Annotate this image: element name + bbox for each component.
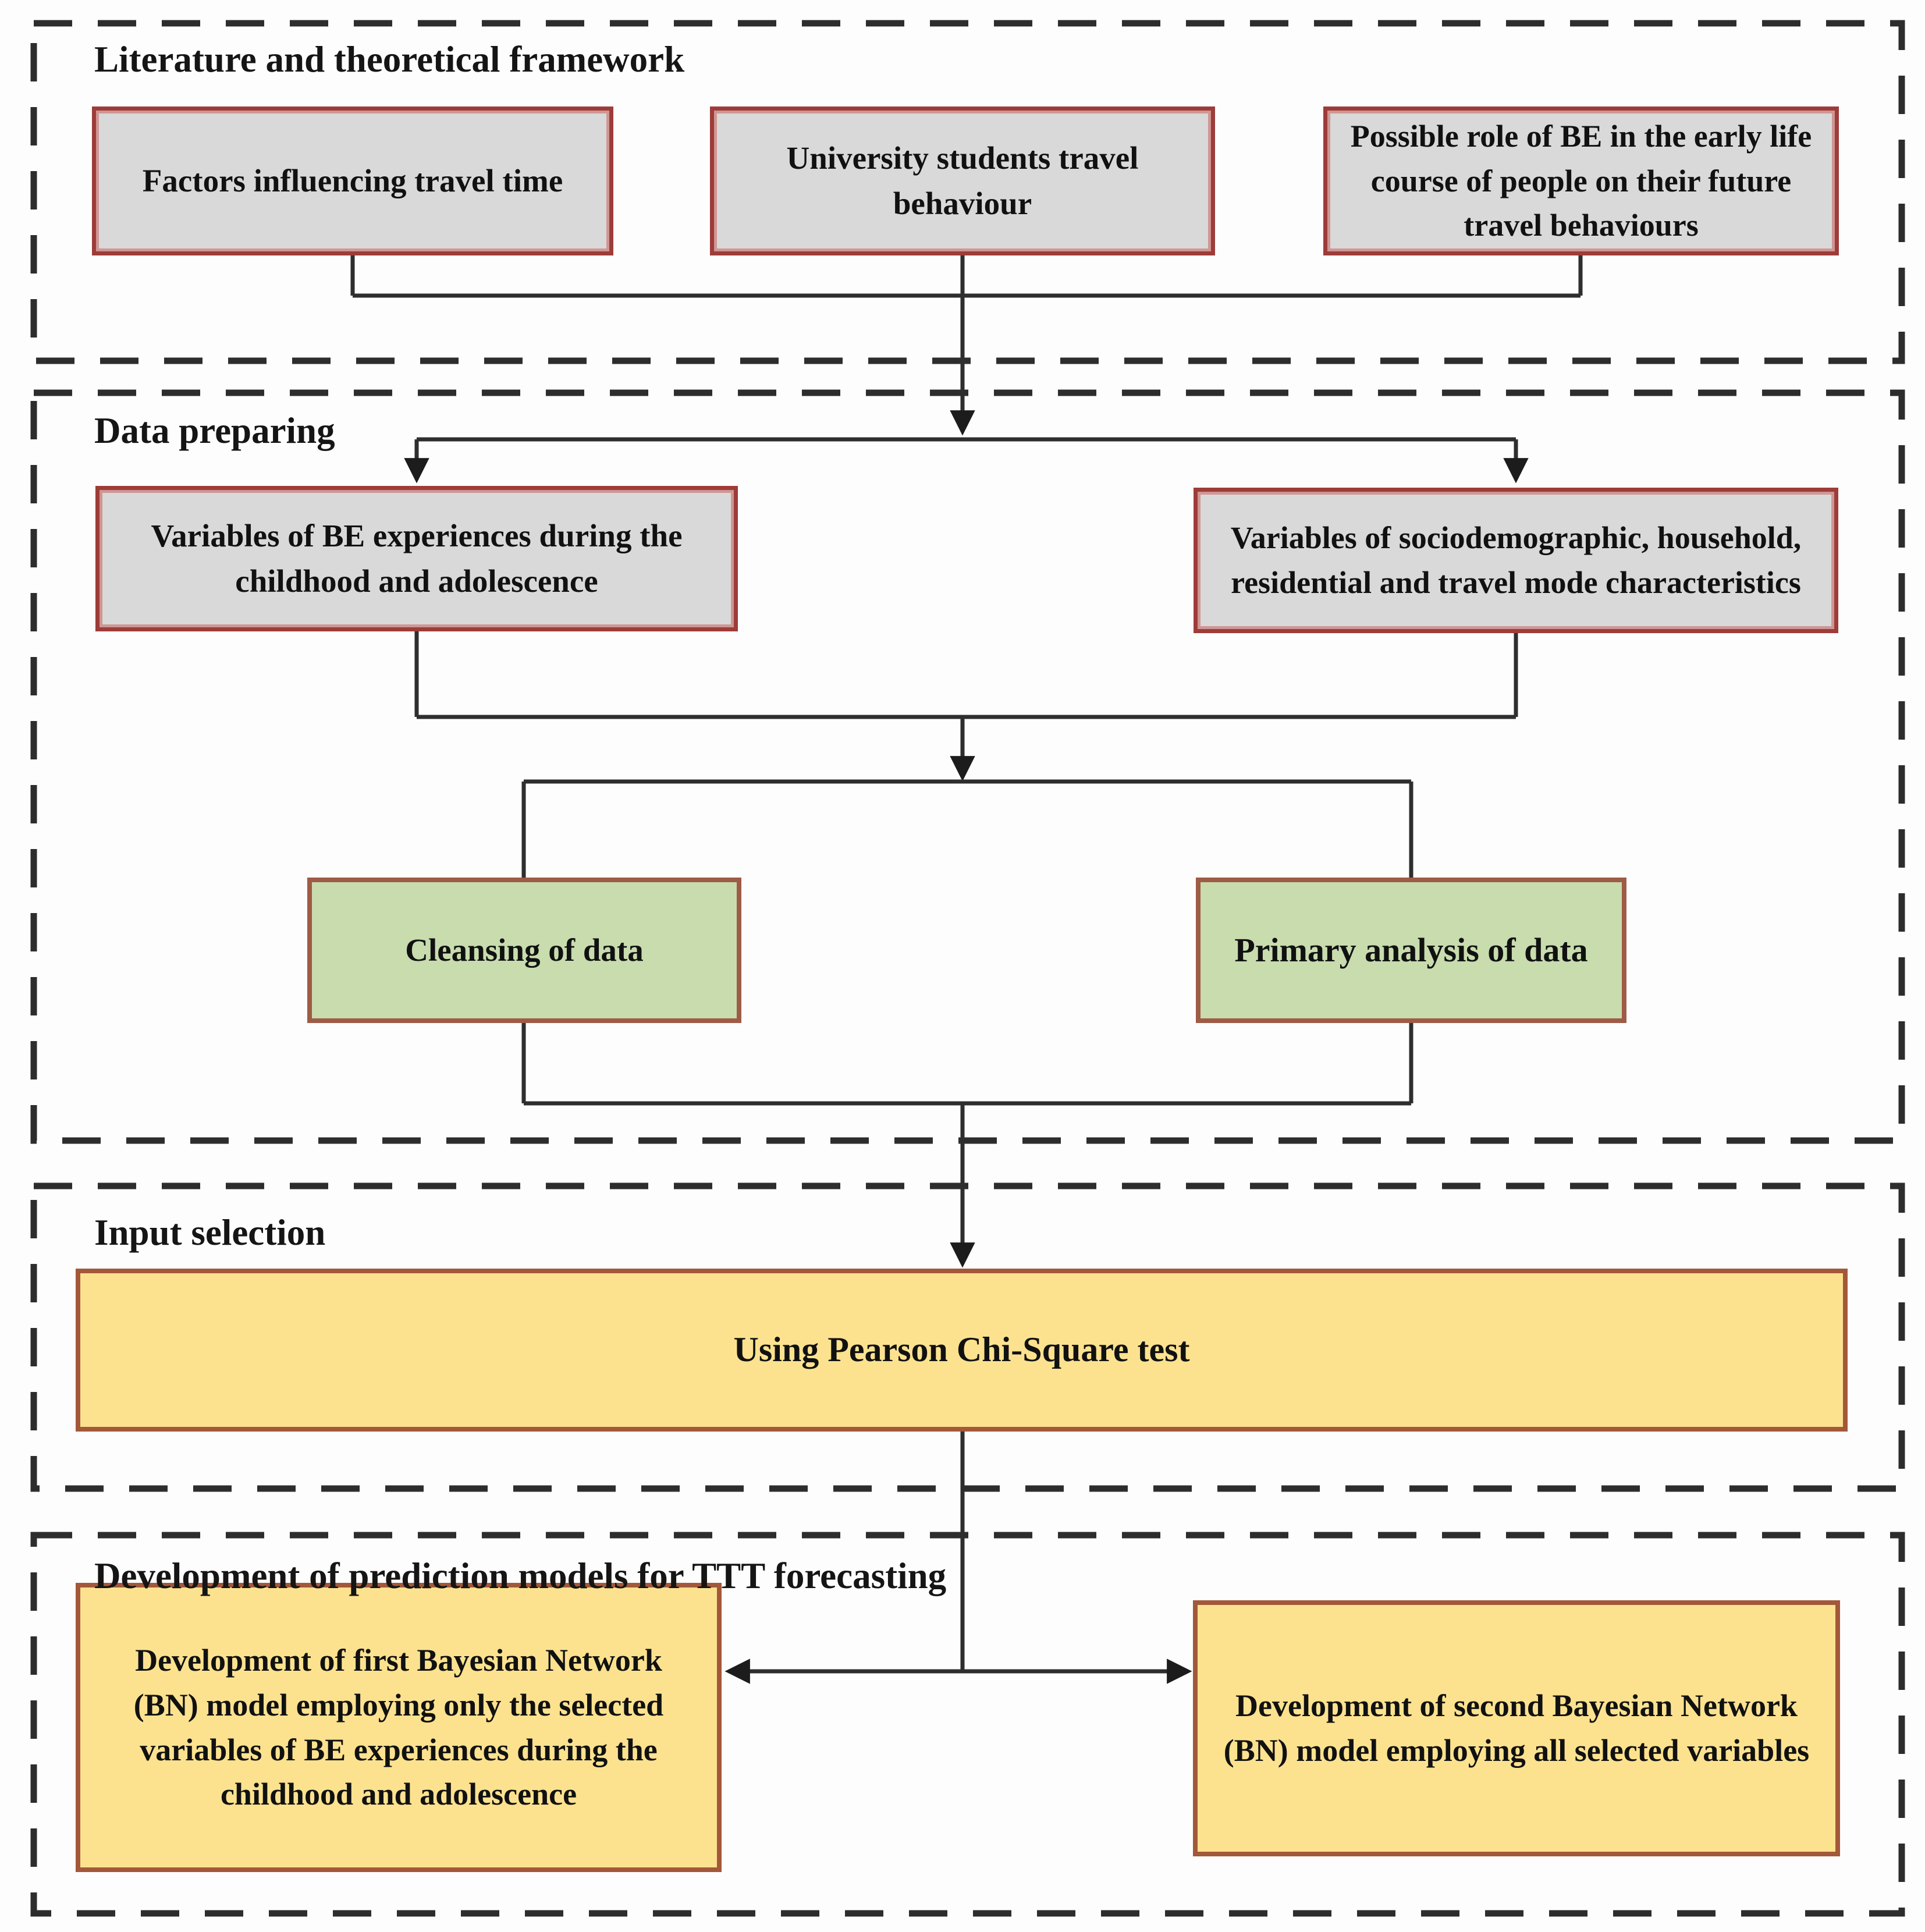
node-label: University students travel behaviour	[786, 140, 1139, 221]
node-factors-influencing-travel-time: Factors influencing travel time	[92, 106, 613, 255]
section-title-development: Development of prediction models for TTT…	[94, 1555, 947, 1596]
node-label: Factors influencing travel time	[142, 162, 563, 198]
node-second-bayesian-network-model: Development of second Bayesian Network (…	[1193, 1600, 1840, 1856]
node-label: Primary analysis of data	[1234, 931, 1588, 969]
node-variables-sociodemographic: Variables of sociodemographic, household…	[1194, 488, 1838, 633]
section-title-input-selection: Input selection	[94, 1212, 326, 1253]
node-label: Using Pearson Chi-Square test	[733, 1330, 1190, 1369]
section-title-literature: Literature and theoretical framework	[94, 39, 685, 80]
section-development-frame	[30, 1532, 1905, 1917]
node-label: Variables of BE experiences during the c…	[151, 517, 683, 599]
node-label: Development of first Bayesian Network (B…	[133, 1643, 664, 1812]
node-label: Development of second Bayesian Network (…	[1223, 1688, 1810, 1768]
node-variables-be-experiences: Variables of BE experiences during the c…	[95, 486, 738, 631]
node-possible-role-of-be: Possible role of BE in the early life co…	[1323, 106, 1839, 255]
node-label: Cleansing of data	[405, 932, 644, 968]
node-label: Possible role of BE in the early life co…	[1350, 119, 1812, 243]
node-university-students-travel-behaviour: University students travel behaviour	[710, 106, 1215, 255]
section-title-data-preparing: Data preparing	[94, 410, 335, 451]
node-label: Variables of sociodemographic, household…	[1230, 520, 1802, 600]
node-first-bayesian-network-model: Development of first Bayesian Network (B…	[76, 1583, 722, 1872]
section-input-selection-frame	[30, 1182, 1905, 1492]
section-literature-frame	[30, 20, 1905, 364]
node-pearson-chi-square-test: Using Pearson Chi-Square test	[76, 1269, 1848, 1432]
node-cleansing-of-data: Cleansing of data	[307, 878, 741, 1023]
section-data-preparing-frame	[30, 389, 1905, 1144]
node-primary-analysis-of-data: Primary analysis of data	[1196, 878, 1626, 1023]
